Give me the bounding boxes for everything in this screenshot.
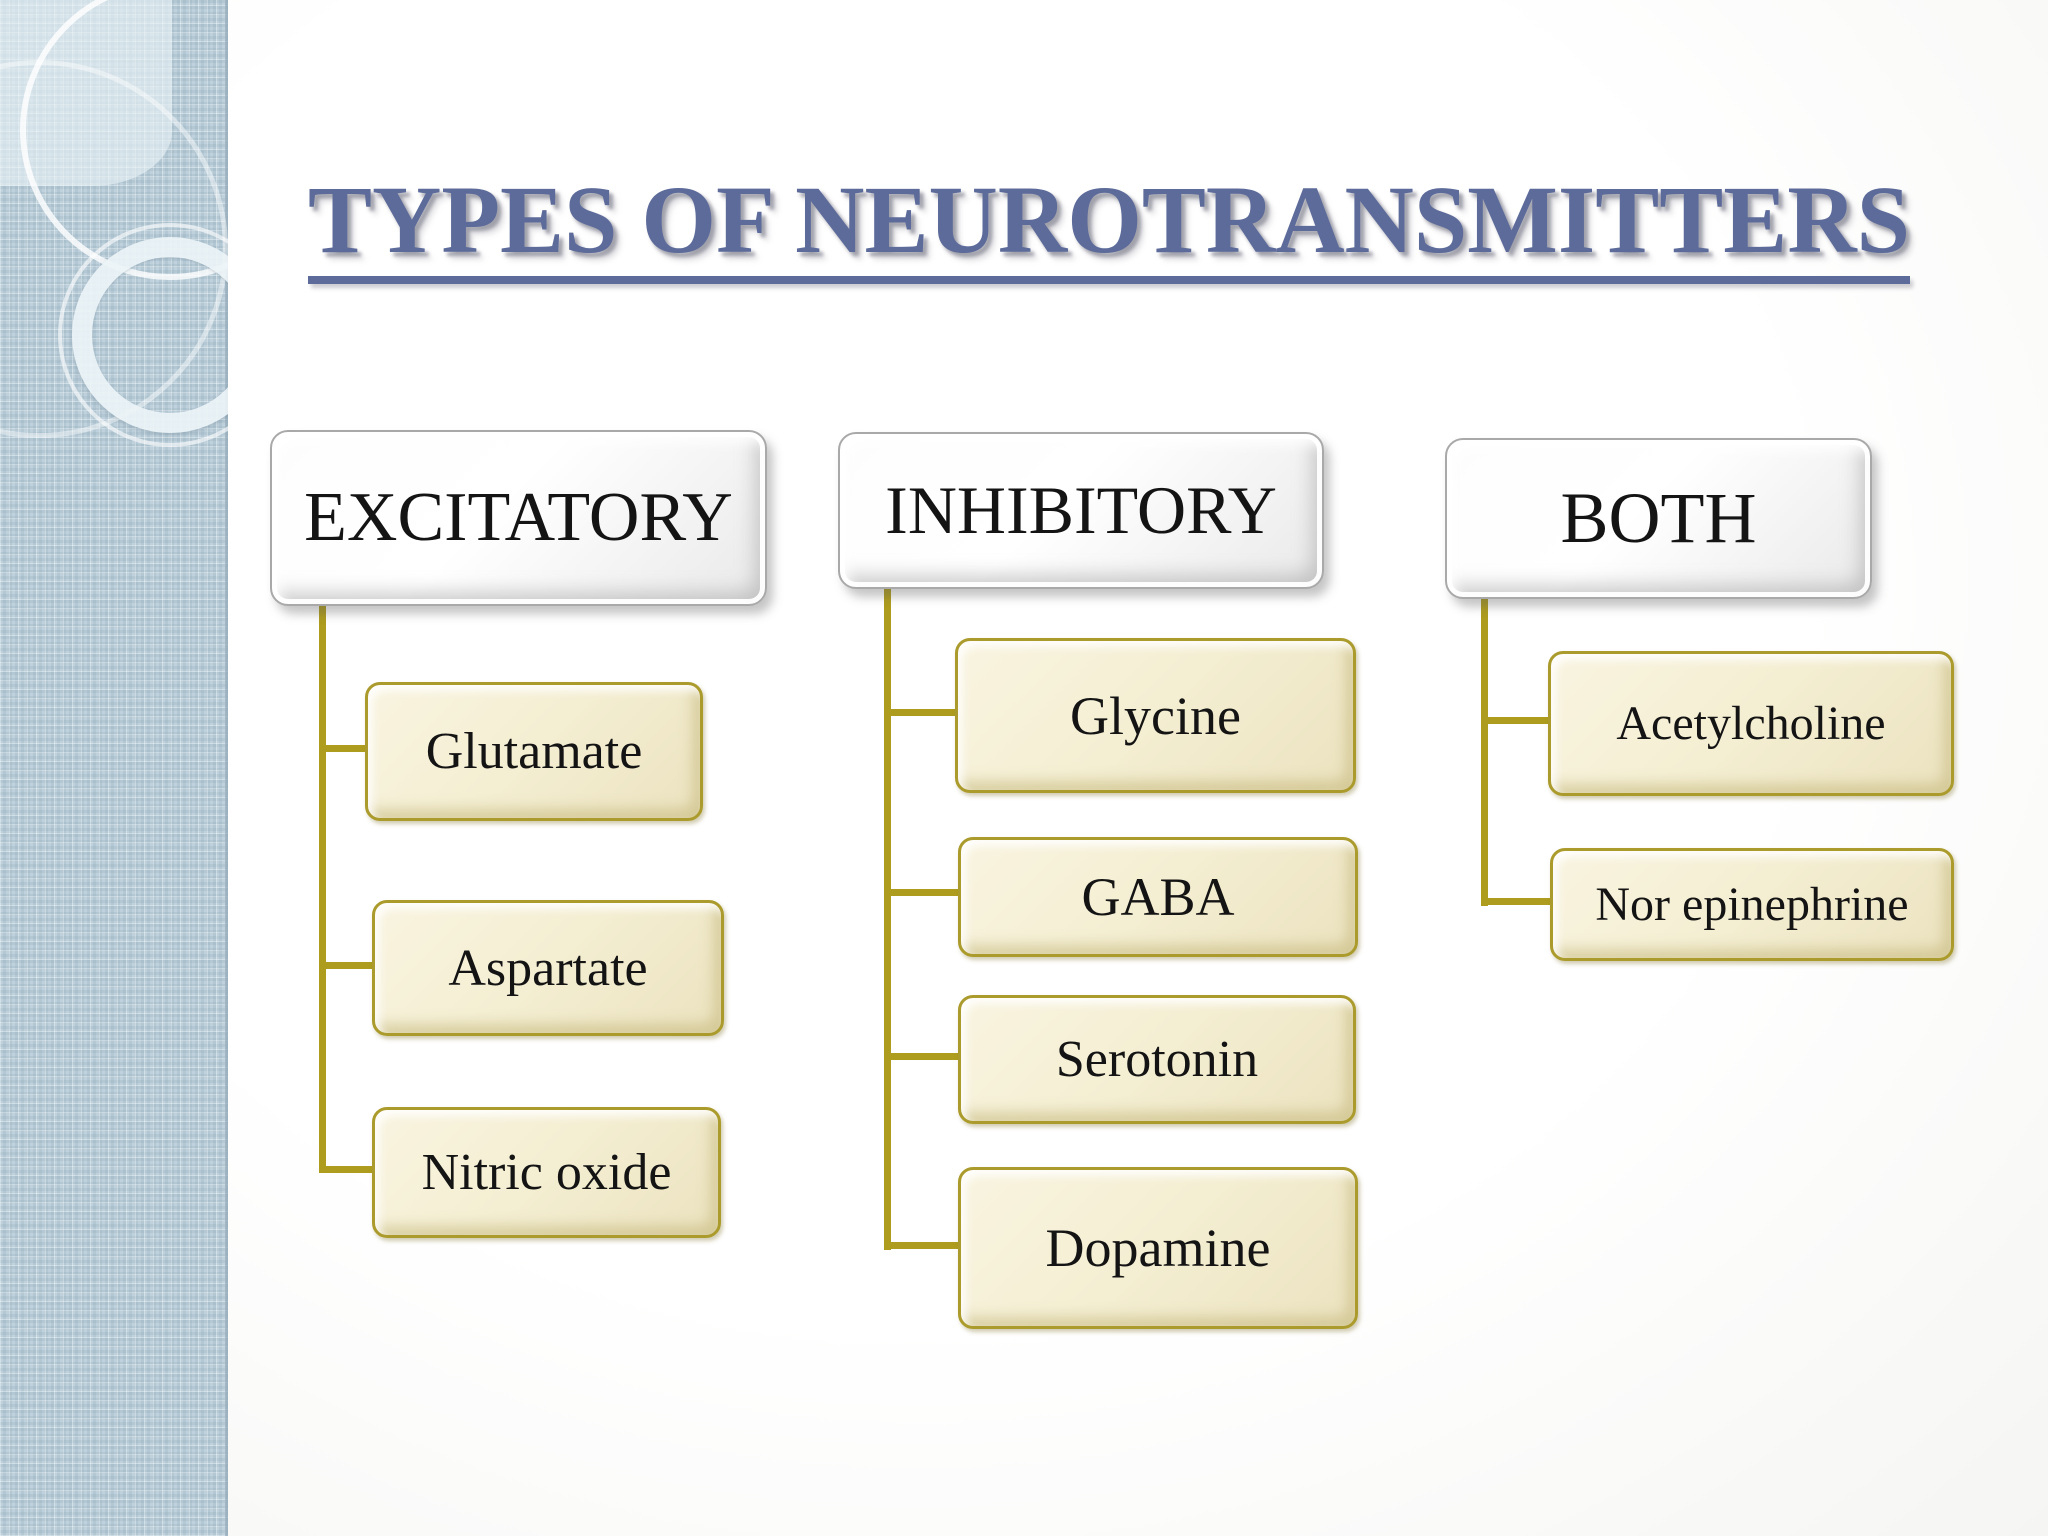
header-box-inhibitory: INHIBITORY	[838, 432, 1324, 589]
connector-stub-aspartate	[322, 962, 375, 969]
connector-stub-glycine	[887, 709, 959, 716]
node-acetylcholine: Acetylcholine	[1548, 651, 1954, 796]
node-gaba: GABA	[958, 837, 1358, 957]
sidebar-decoration	[0, 0, 228, 1536]
connector-line-inhibitory	[884, 585, 891, 1250]
connector-stub-glutamate	[322, 745, 368, 752]
connector-stub-dopamine	[887, 1242, 961, 1249]
connector-stub-nor-epinephrine	[1484, 898, 1552, 905]
node-aspartate: Aspartate	[372, 900, 724, 1036]
header-box-both: BOTH	[1445, 438, 1872, 599]
node-glutamate: Glutamate	[365, 682, 703, 821]
node-glycine: Glycine	[955, 638, 1356, 793]
connector-stub-gaba	[887, 889, 961, 896]
node-nitric-oxide: Nitric oxide	[372, 1107, 721, 1238]
connector-line-excitatory	[319, 602, 326, 1173]
connector-line-both	[1481, 595, 1488, 906]
connector-stub-serotonin	[887, 1053, 961, 1060]
node-nor-epinephrine: Nor epinephrine	[1550, 848, 1954, 961]
connector-stub-acetylcholine	[1484, 717, 1550, 724]
node-serotonin: Serotonin	[958, 995, 1356, 1124]
slide-title: TYPES OF NEUROTRANSMITTERS	[308, 172, 1911, 285]
node-dopamine: Dopamine	[958, 1167, 1358, 1329]
connector-stub-nitric-oxide	[322, 1166, 375, 1173]
header-box-excitatory: EXCITATORY	[270, 430, 767, 606]
